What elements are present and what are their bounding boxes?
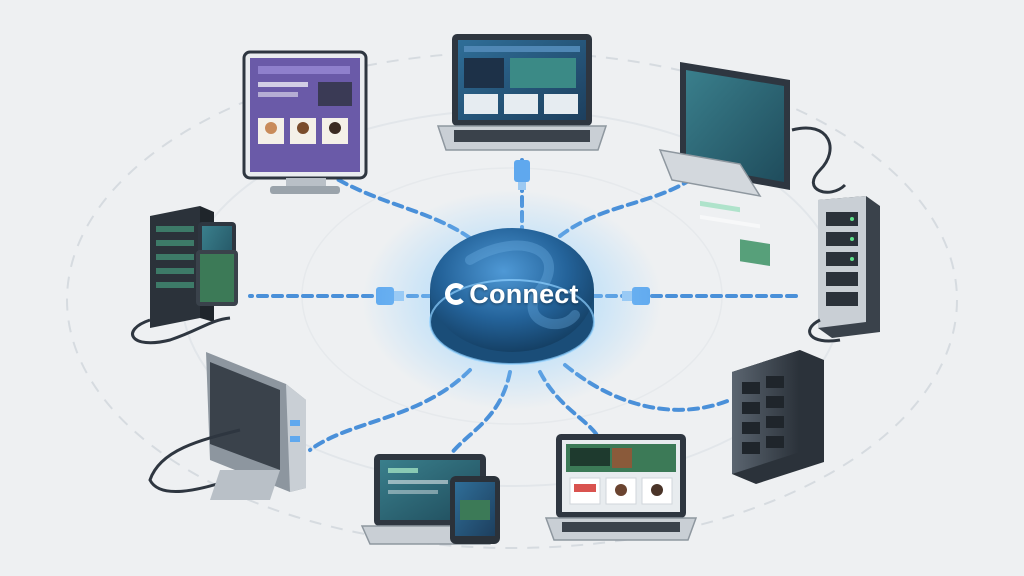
laptop-icon[interactable]	[436, 34, 608, 151]
hub-label-text: Connect	[469, 278, 579, 309]
laptop-icon[interactable]	[544, 434, 698, 541]
desktop-monitor-icon[interactable]	[242, 50, 368, 194]
server-rack-icon[interactable]	[732, 350, 824, 484]
plug-top-icon	[514, 160, 530, 190]
hub-label[interactable]: Connect	[432, 272, 592, 316]
central-hub[interactable]	[429, 228, 595, 365]
server-rack-icon[interactable]	[131, 206, 238, 345]
c-logo-icon	[445, 283, 468, 305]
router-icon[interactable]	[148, 352, 306, 500]
server-rack-icon[interactable]	[808, 196, 880, 343]
desktop-monitor-icon[interactable]	[658, 62, 847, 266]
laptop-icon[interactable]	[360, 454, 500, 545]
